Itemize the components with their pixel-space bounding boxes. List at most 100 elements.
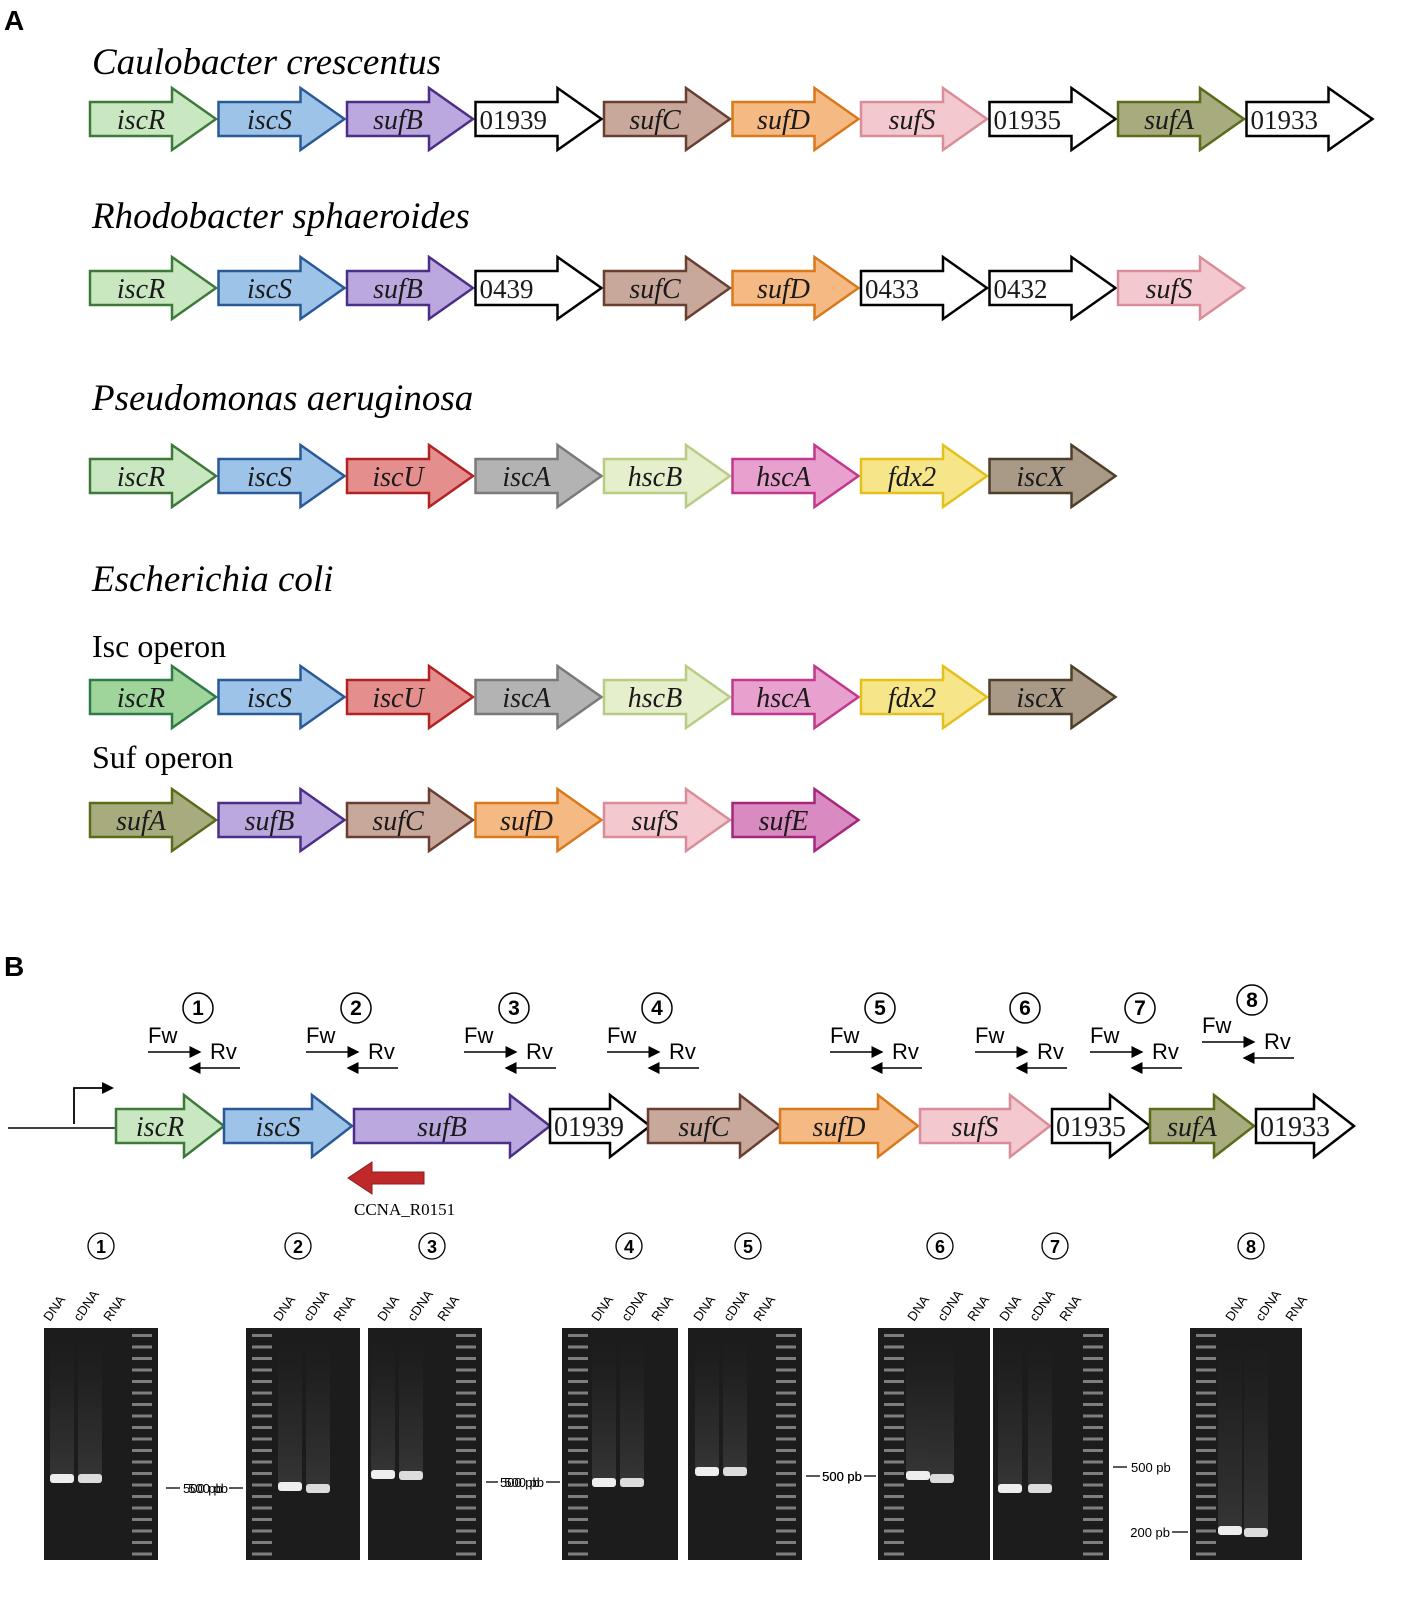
gel-number-label: 2 <box>293 1237 303 1257</box>
gene-arrow-shape <box>731 786 861 854</box>
gene-arrow-shape <box>859 442 990 510</box>
gene-label: sufB <box>373 274 423 305</box>
gene-arrow-shape <box>345 85 476 153</box>
gene-label: iscU <box>372 683 425 714</box>
size-marker: 500 pb <box>822 1469 876 1484</box>
ladder-band <box>1083 1449 1103 1452</box>
ladder-band <box>776 1552 796 1556</box>
promoter-arrow-icon <box>73 1087 104 1124</box>
gene-label: iscA <box>502 462 551 493</box>
gene-label: 0432 <box>994 274 1048 304</box>
gene-iscU: iscU <box>345 663 476 731</box>
gene-sufB: sufB <box>217 786 347 854</box>
ladder-band <box>252 1541 272 1544</box>
lane-label: DNA <box>1222 1292 1250 1323</box>
gene-label: sufS <box>632 806 679 837</box>
primer-number-circle <box>1124 992 1156 1024</box>
lane-label: RNA <box>1282 1292 1310 1323</box>
gene-iscX: iscX <box>988 663 1118 731</box>
gene-arrow-shape <box>217 663 347 731</box>
marker-label: 500 pb <box>504 1475 544 1490</box>
ladder-band <box>132 1506 152 1510</box>
ladder-band <box>456 1449 476 1452</box>
ladder-band <box>132 1529 152 1533</box>
gene-label: 01933 <box>1260 1112 1330 1143</box>
primer-number: 4 <box>651 997 663 1020</box>
ladder-band <box>132 1518 152 1521</box>
gene-label: sufS <box>1146 274 1193 305</box>
gene-arrow-shape <box>217 442 347 510</box>
fw-label: Fw <box>1202 1013 1231 1038</box>
gene-label: iscS <box>247 462 292 493</box>
ladder-band <box>1083 1391 1103 1395</box>
ladder-band <box>456 1414 476 1418</box>
gene-fdx2: fdx2 <box>859 442 990 510</box>
ladder-band <box>884 1380 904 1383</box>
ladder-band <box>132 1345 152 1349</box>
gene-label: sufB <box>417 1112 467 1143</box>
gel-number-2: 2 <box>284 1232 312 1260</box>
ladder-band <box>1083 1472 1103 1475</box>
species-pseudomonas: Pseudomonas aeruginosa <box>91 378 473 419</box>
gene-arrow-shape <box>1050 1092 1153 1160</box>
ladder-band <box>568 1391 588 1395</box>
gene-arrow-shape <box>988 254 1118 322</box>
marker-label: 500 pb <box>822 1469 862 1484</box>
ladder-band <box>884 1529 904 1533</box>
gel-number-6: 6 <box>926 1232 954 1260</box>
lane-label: DNA <box>374 1292 402 1323</box>
ladder-band <box>252 1437 272 1441</box>
ladder-band <box>456 1391 476 1395</box>
ladder-band <box>776 1426 796 1429</box>
gene-label: sufD <box>500 806 553 837</box>
gene-iscS: iscS <box>217 254 347 322</box>
gene-sufA: sufA <box>88 786 219 854</box>
rv-label: Rv <box>1152 1039 1179 1064</box>
ladder-band <box>132 1437 152 1441</box>
gene-0433: 0433 <box>859 254 990 322</box>
gene-sufS: sufS <box>1116 254 1247 322</box>
primer-number-circle <box>641 992 673 1024</box>
gel-background <box>246 1328 360 1560</box>
rv-label: Rv <box>526 1039 553 1064</box>
gene-label: 0439 <box>480 274 534 304</box>
pcr-band <box>906 1471 930 1480</box>
gene-label: iscR <box>136 1112 184 1143</box>
ladder-band <box>776 1541 796 1544</box>
gene-label: sufC <box>372 806 424 837</box>
ladder-band <box>568 1449 588 1452</box>
ladder-band <box>884 1391 904 1395</box>
ladder-band <box>456 1541 476 1544</box>
antisense-label: CCNA_R0151 <box>354 1200 455 1219</box>
rv-label: Rv <box>368 1039 395 1064</box>
gene-label: iscS <box>247 683 292 714</box>
gel-number-1: 1 <box>87 1232 115 1260</box>
ladder-band <box>1196 1552 1216 1556</box>
gel-number-label: 4 <box>624 1237 634 1257</box>
ladder-band <box>776 1391 796 1395</box>
ladder-band <box>568 1541 588 1544</box>
pcr-band <box>371 1470 395 1479</box>
fw-label: Fw <box>306 1023 335 1048</box>
gene-01939: 01939 <box>474 85 604 153</box>
lane-smear <box>371 1338 395 1474</box>
ladder-band <box>1196 1541 1216 1544</box>
lane-smear <box>695 1338 719 1471</box>
ladder-band <box>252 1345 272 1349</box>
primer-number: 7 <box>1134 997 1146 1020</box>
ladder-band <box>456 1368 476 1372</box>
pcr-band <box>998 1484 1022 1493</box>
gene-label: iscA <box>502 683 551 714</box>
lane-smear <box>78 1338 102 1478</box>
ladder-band <box>132 1483 152 1487</box>
lane-label: cDNA <box>70 1287 102 1324</box>
gene-arrow-shape <box>859 254 990 322</box>
lane-smear <box>592 1338 616 1482</box>
gel-number-8: 8 <box>1237 1232 1265 1260</box>
gene-sufC: sufC <box>646 1092 783 1160</box>
ladder-band <box>1083 1552 1103 1556</box>
gene-arrow-shape <box>602 85 733 153</box>
marker-label: 200 pb <box>1130 1525 1170 1540</box>
gene-label: iscS <box>247 274 292 305</box>
